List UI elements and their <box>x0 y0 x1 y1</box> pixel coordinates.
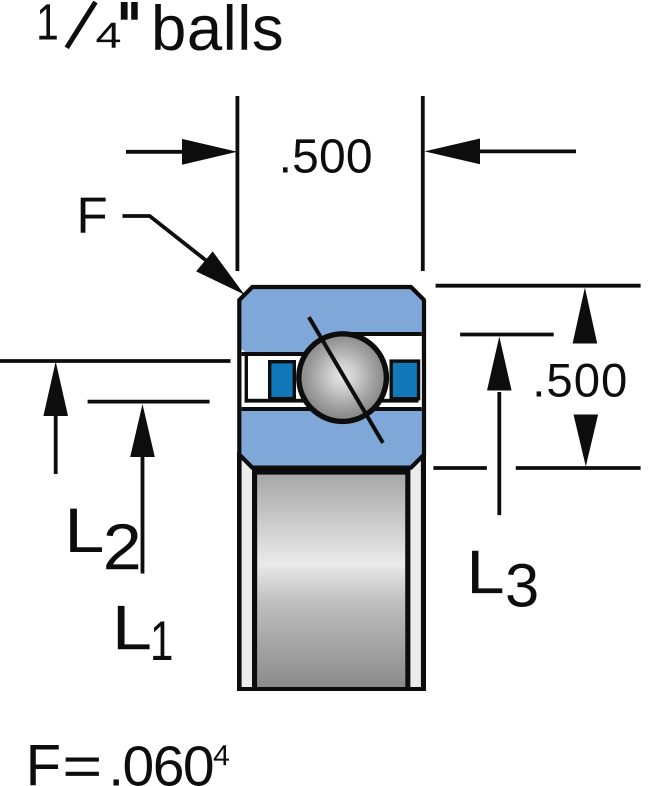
svg-text:.500: .500 <box>532 355 628 408</box>
svg-text:balls: balls <box>151 0 284 64</box>
svg-text:.060: .060 <box>108 735 213 786</box>
svg-text:3: 3 <box>505 552 539 621</box>
svg-text:F: F <box>26 734 61 786</box>
svg-text:.500: .500 <box>279 130 373 183</box>
svg-text:F: F <box>77 187 108 244</box>
